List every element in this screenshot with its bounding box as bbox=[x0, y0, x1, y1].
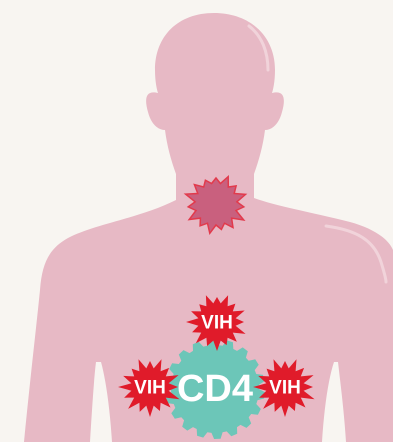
virus-right-label: VIH bbox=[269, 378, 301, 399]
cd4-label: CD4 bbox=[177, 368, 253, 410]
virus-top-label: VIH bbox=[201, 313, 233, 334]
virus-left-label: VIH bbox=[134, 378, 166, 399]
